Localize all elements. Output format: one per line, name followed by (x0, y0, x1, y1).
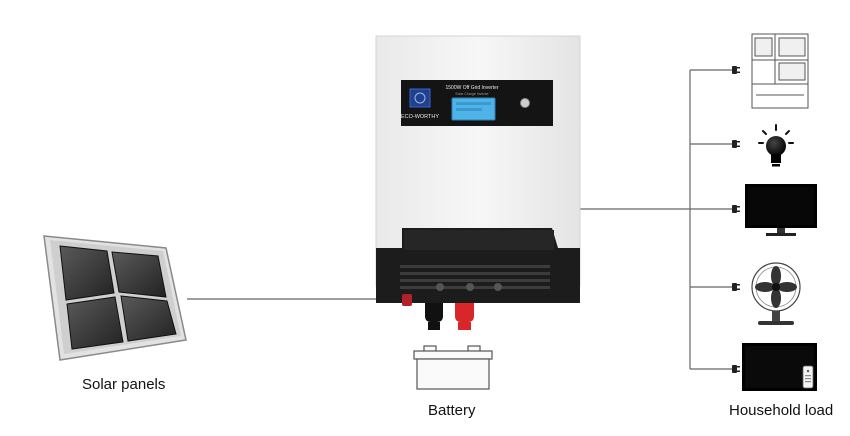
solar-cell (59, 245, 115, 301)
solar-cell (111, 251, 167, 298)
lcd-subtitle: Solar Charge Inverter (455, 92, 489, 96)
cables (402, 294, 474, 330)
plug-icons (732, 66, 740, 373)
pv-connector (402, 294, 412, 306)
plug-icon (732, 283, 740, 291)
lightbulb-icon (758, 124, 794, 167)
monitor-icon (745, 184, 817, 236)
inverter: ECO-WORTHY 1500W Off Grid Inverter Solar… (375, 35, 581, 303)
brand-name: ECO-WORTHY (401, 114, 439, 120)
solar-cell (66, 296, 124, 350)
fan-icon (751, 262, 801, 325)
lcd-title: 1500W Off Grid Inverter (446, 85, 499, 91)
plug-icon (732, 365, 740, 373)
positive-cable (455, 303, 474, 322)
battery-label: Battery (428, 402, 476, 419)
solar-panels-label: Solar panels (82, 376, 166, 393)
tv-icon (742, 343, 817, 391)
vent-grille (400, 265, 550, 289)
brand-logo (409, 88, 431, 108)
battery-icon (413, 345, 493, 390)
solar-panel-icon (43, 235, 187, 361)
solar-cell (120, 295, 177, 342)
household-load-label: Household load (729, 402, 834, 419)
plug-icon (732, 66, 740, 74)
connection-lines (187, 69, 732, 370)
plug-icon (732, 205, 740, 213)
negative-cable (425, 303, 443, 322)
plug-icon (732, 140, 740, 148)
refrigerator-icon (751, 33, 809, 109)
power-button[interactable] (520, 98, 530, 108)
remote-control-icon (802, 365, 814, 389)
